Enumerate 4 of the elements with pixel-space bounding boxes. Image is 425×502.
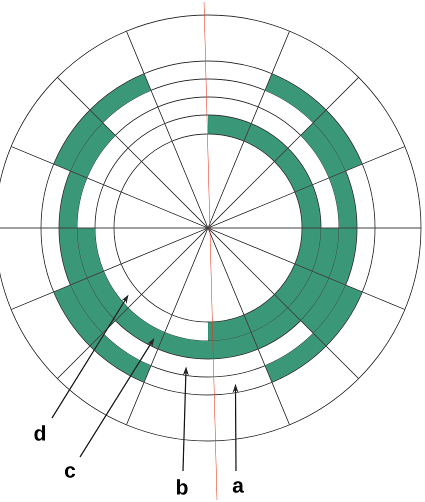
track-letter: a bbox=[232, 481, 244, 493]
track-letter: b bbox=[176, 479, 188, 495]
track-letter: c bbox=[64, 466, 76, 478]
track-letter: d bbox=[34, 425, 46, 441]
